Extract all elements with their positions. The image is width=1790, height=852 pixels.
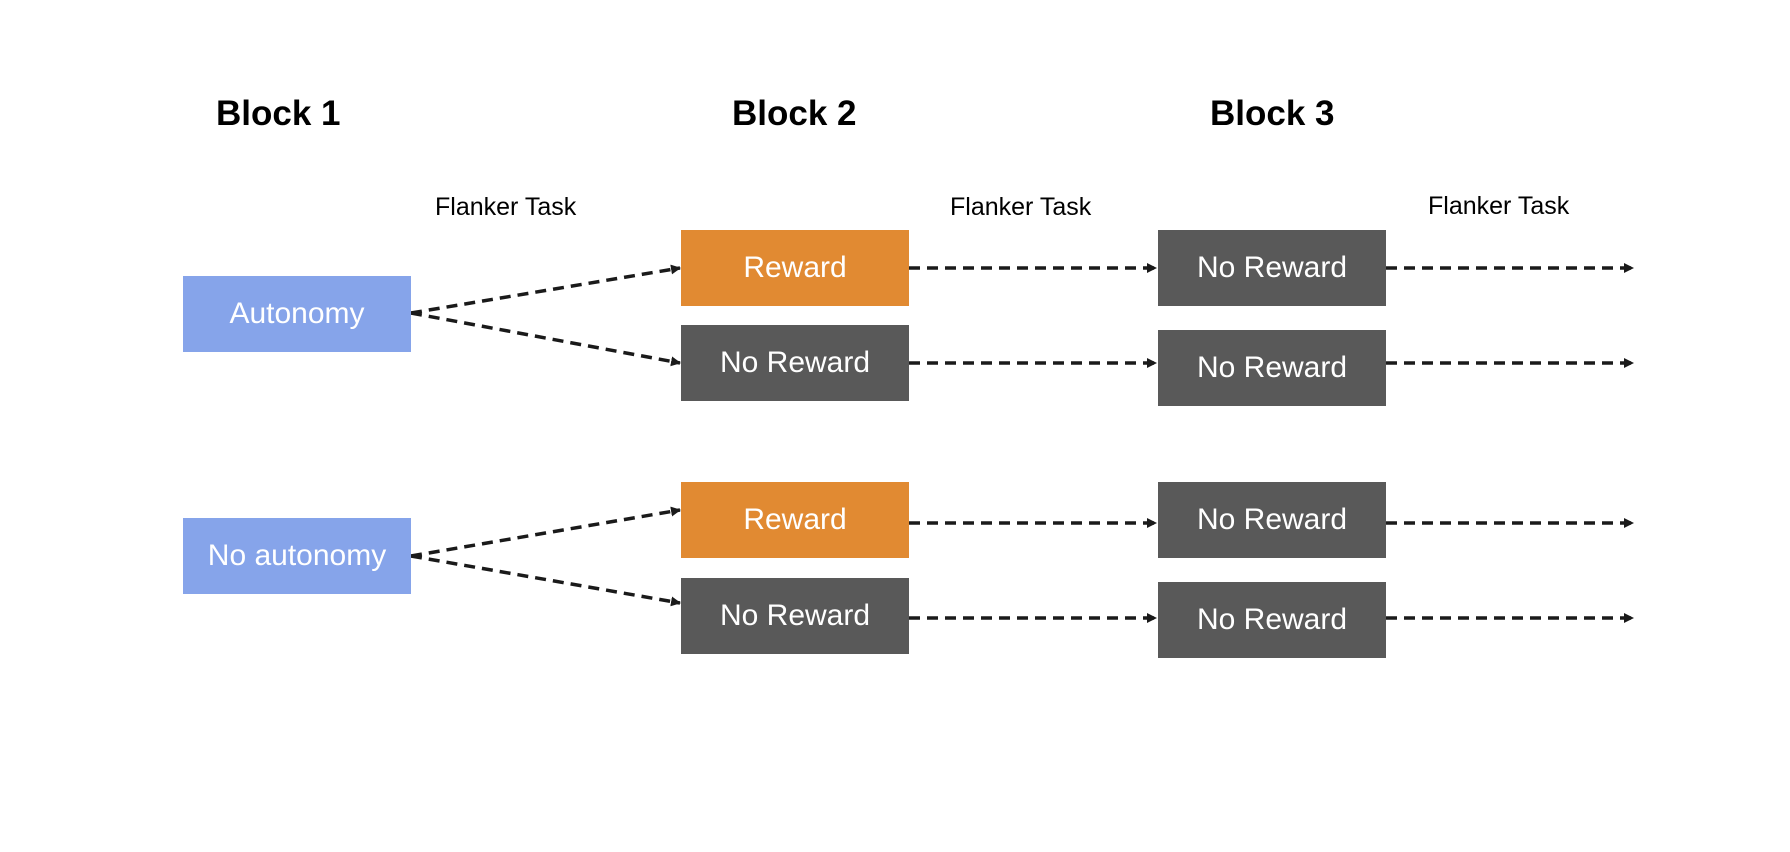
block3-autonomy-reward-box: No Reward	[1158, 230, 1386, 306]
flanker-task-label-3: Flanker Task	[1428, 192, 1570, 220]
flanker-task-label-2: Flanker Task	[950, 193, 1092, 221]
arrow-autonomy-to-reward	[410, 264, 681, 315]
block-3-heading: Block 3	[1210, 94, 1335, 133]
arrow-no-autonomy-to-reward	[410, 506, 681, 558]
block-2-heading: Block 2	[732, 94, 857, 133]
flanker-task-label-1: Flanker Task	[435, 193, 577, 221]
block2-no-autonomy-no-reward-box: No Reward	[681, 578, 909, 654]
no-autonomy-box: No autonomy	[183, 518, 411, 594]
block-1-heading: Block 1	[216, 94, 341, 133]
block3-autonomy-no-reward-box: No Reward	[1158, 330, 1386, 406]
block2-autonomy-reward-box: Reward	[681, 230, 909, 306]
block3-no-autonomy-reward-box: No Reward	[1158, 482, 1386, 558]
arrow-no-autonomy-to-no-reward	[410, 554, 681, 607]
block3-no-autonomy-no-reward-box: No Reward	[1158, 582, 1386, 658]
block2-no-autonomy-reward-box: Reward	[681, 482, 909, 558]
block2-autonomy-no-reward-box: No Reward	[681, 325, 909, 401]
arrow-autonomy-to-no-reward	[410, 311, 681, 367]
autonomy-box: Autonomy	[183, 276, 411, 352]
